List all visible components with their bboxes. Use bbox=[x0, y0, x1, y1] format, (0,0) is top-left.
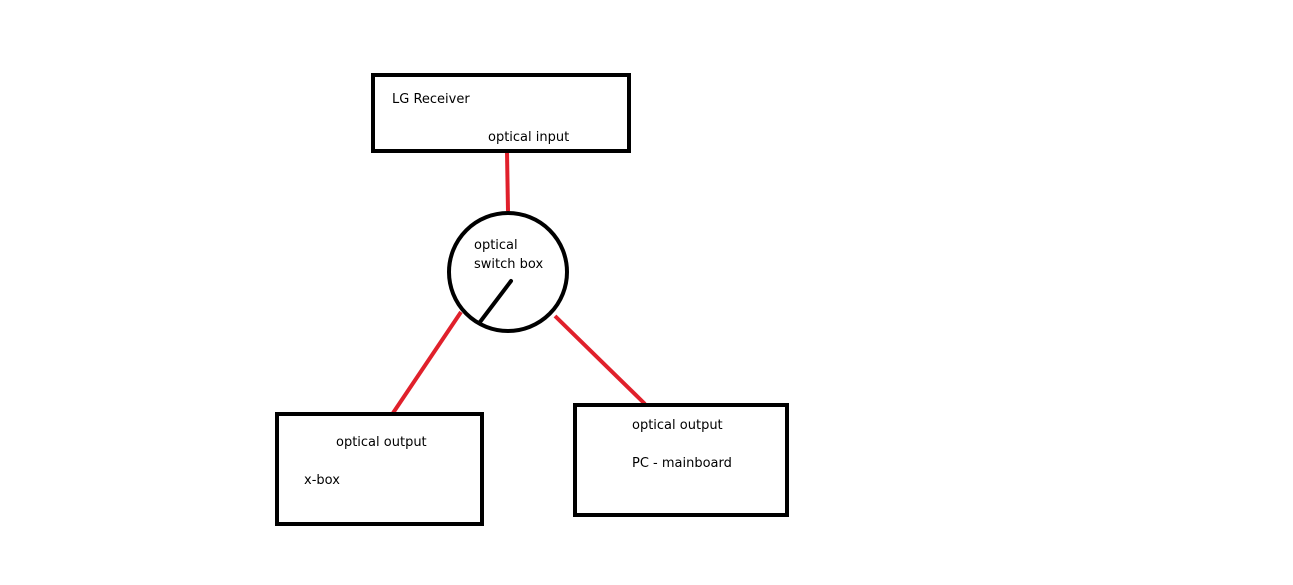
pc-node: optical output PC - mainboard bbox=[573, 403, 789, 517]
switch-lever-icon bbox=[478, 279, 513, 324]
switch-box-label-line1: optical bbox=[474, 238, 518, 253]
xbox-box bbox=[275, 412, 484, 526]
xbox-name-label: x-box bbox=[304, 473, 340, 488]
receiver-node: LG Receiver optical input bbox=[371, 73, 631, 153]
cable-switch-to-xbox bbox=[391, 310, 463, 415]
switch-box-label-line2: switch box bbox=[474, 257, 543, 272]
pc-box bbox=[573, 403, 789, 517]
receiver-port-label: optical input bbox=[488, 130, 569, 145]
switch-box-circle bbox=[447, 211, 569, 333]
switch-box-node: optical switch box bbox=[447, 211, 569, 333]
cable-receiver-to-switch bbox=[505, 151, 510, 212]
pc-port-label: optical output bbox=[632, 418, 723, 433]
xbox-node: optical output x-box bbox=[275, 412, 484, 526]
receiver-name-label: LG Receiver bbox=[392, 92, 470, 107]
cable-switch-to-pc bbox=[553, 314, 647, 406]
receiver-box bbox=[371, 73, 631, 153]
xbox-port-label: optical output bbox=[336, 435, 427, 450]
pc-name-label: PC - mainboard bbox=[632, 456, 732, 471]
